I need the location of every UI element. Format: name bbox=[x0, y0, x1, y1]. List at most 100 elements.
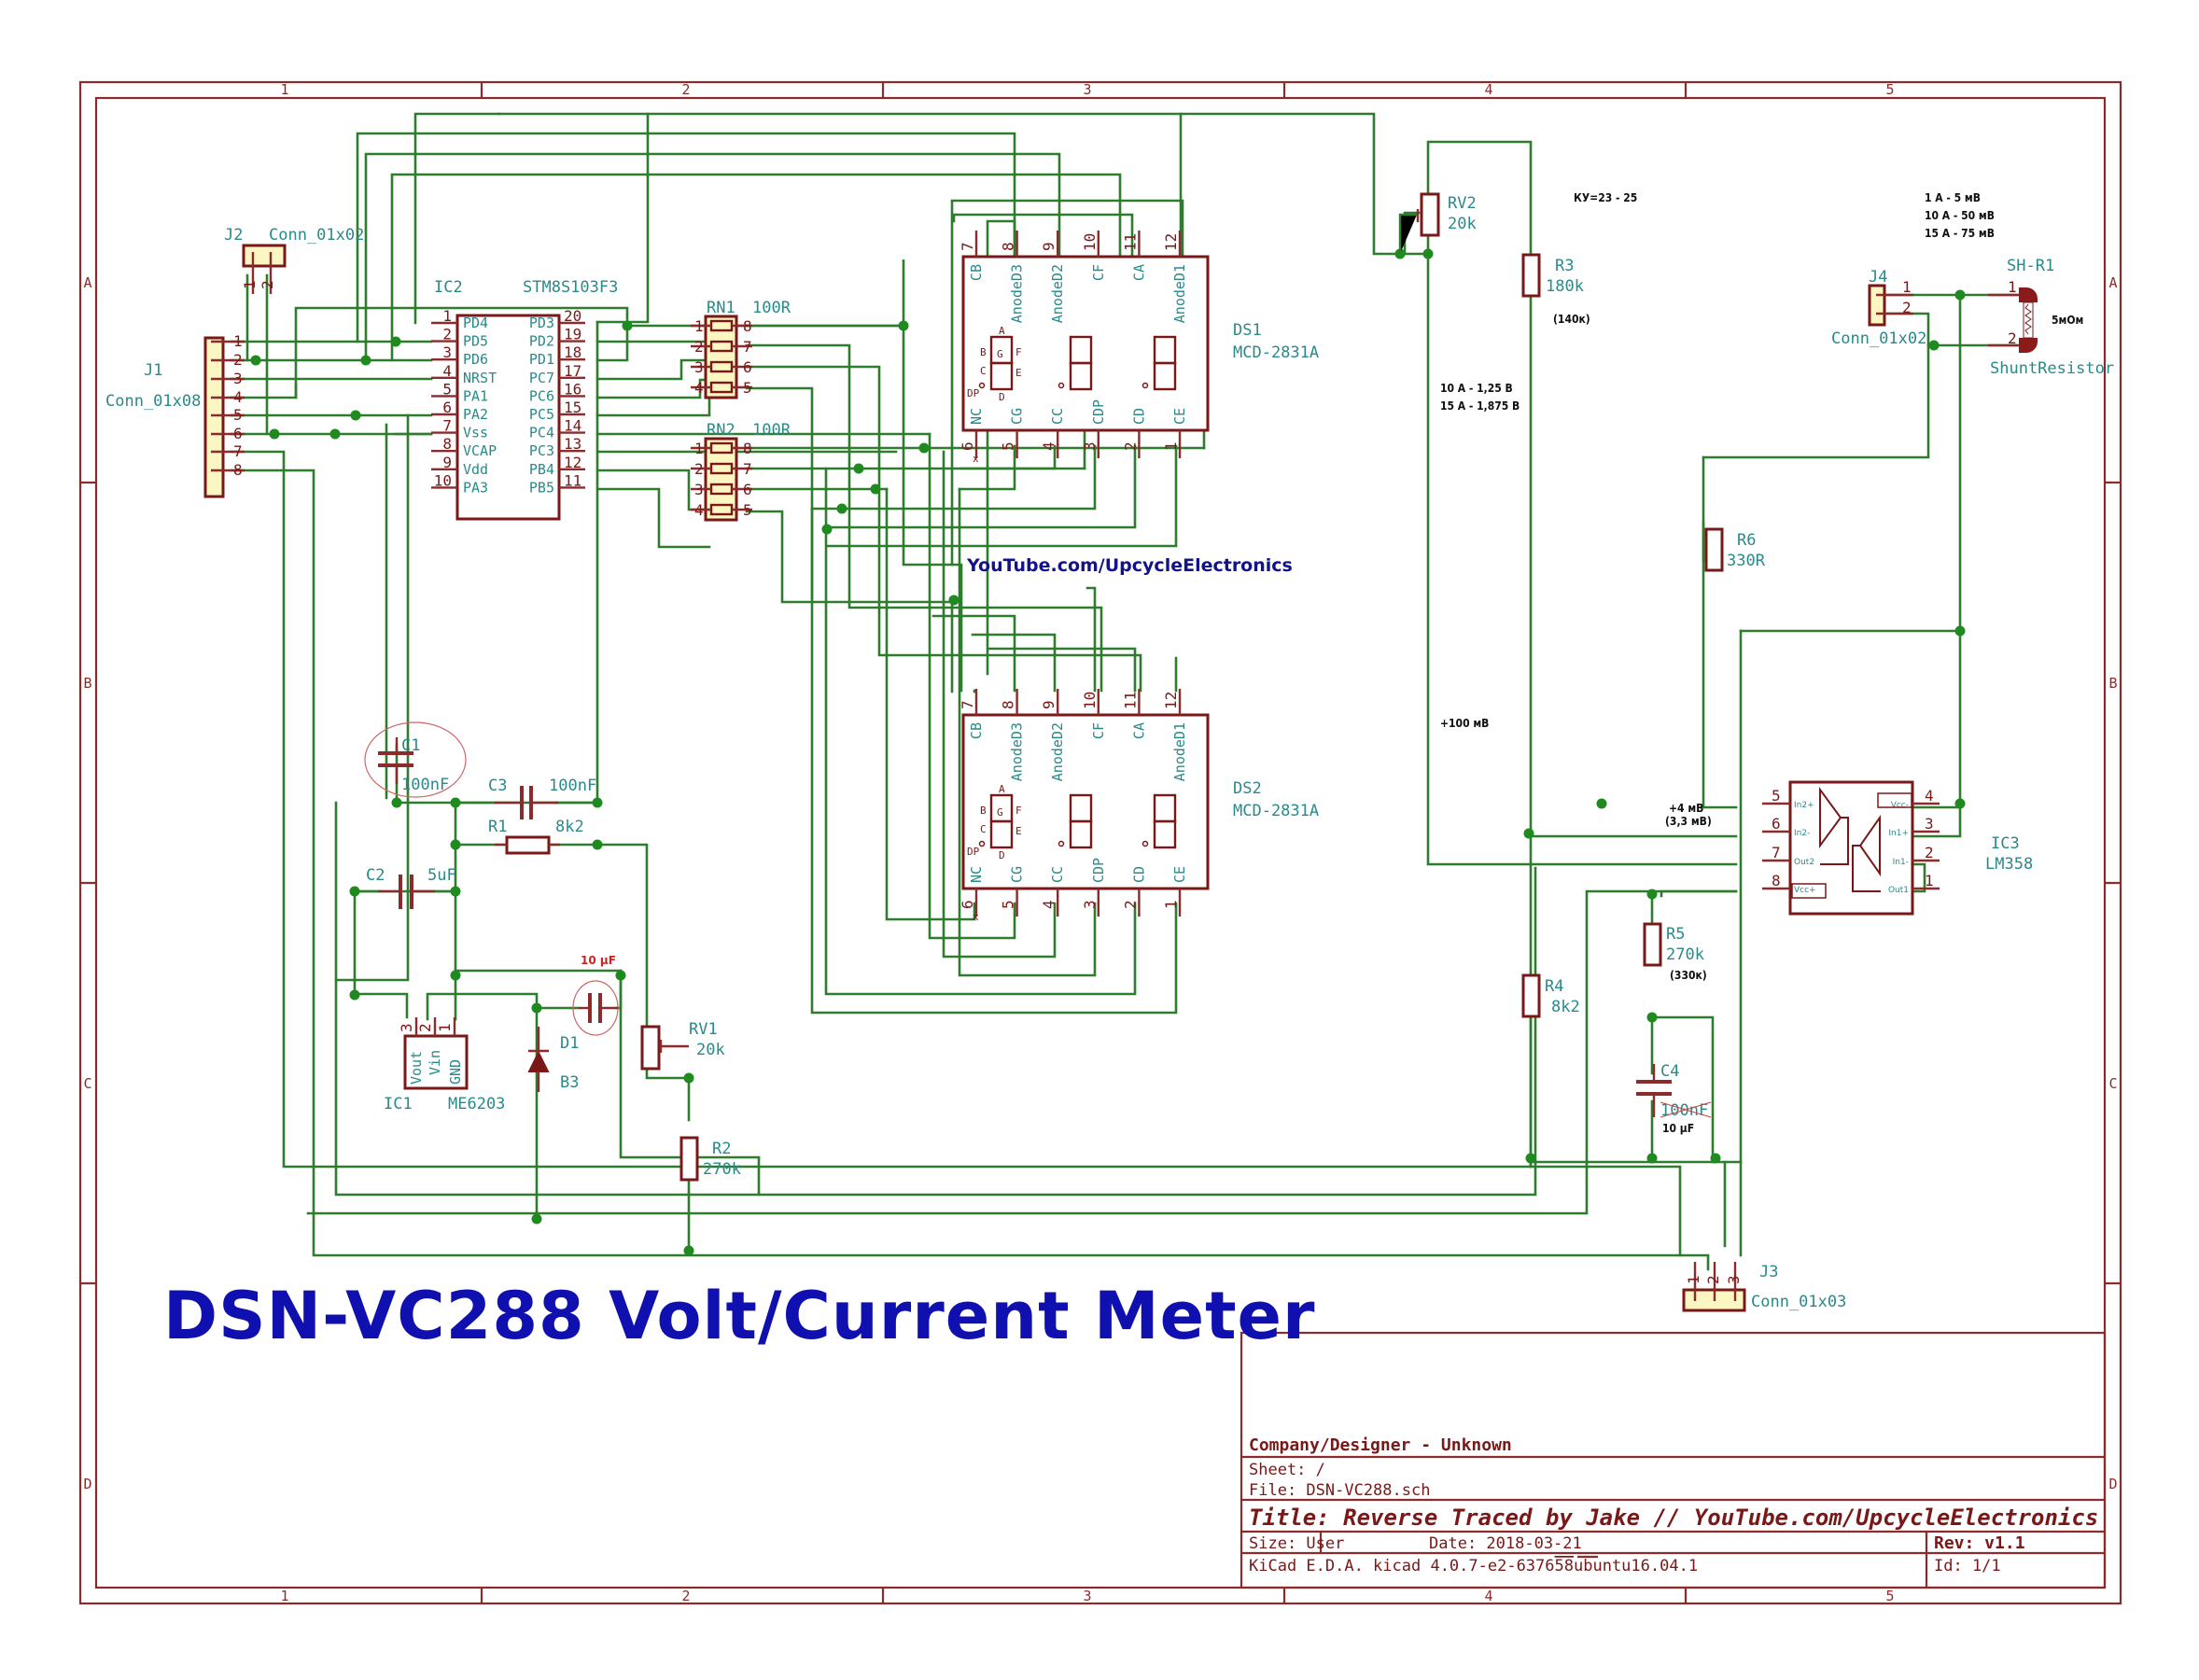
component-value: Conn_01x02 bbox=[269, 226, 364, 245]
pin-number: 6 bbox=[743, 358, 752, 376]
component-ref: D1 bbox=[560, 1034, 579, 1053]
display-ds1[interactable]: 7CB8AnodeD39AnodeD210CF11CA12AnodeD16NC5… bbox=[959, 231, 1319, 465]
title-block-size: Size: User bbox=[1249, 1534, 1344, 1553]
junction-dot bbox=[450, 797, 461, 808]
junction-dot bbox=[391, 797, 402, 808]
pin-number: 5 bbox=[1000, 900, 1017, 909]
component-value: MCD-2831A bbox=[1233, 802, 1319, 820]
opamp-ic3[interactable]: 5In2+6In2-7Out28Vcc+4Vcc-3In1+2In1-1Out1… bbox=[1762, 780, 2033, 916]
resistor-r2[interactable]: R2 270k bbox=[679, 1136, 741, 1182]
pin-name: PA2 bbox=[463, 406, 488, 423]
pin-number: 7 bbox=[959, 700, 976, 709]
diode-d1[interactable]: D1 B3 bbox=[527, 1027, 579, 1092]
segment-label: D bbox=[999, 391, 1005, 403]
pin-name: PB4 bbox=[529, 461, 554, 478]
pin-name: NRST bbox=[463, 370, 497, 386]
segment-label: B bbox=[980, 346, 987, 358]
junction-dot bbox=[836, 503, 847, 514]
resistor-r1[interactable]: R1 8k2 bbox=[488, 818, 584, 855]
col-marker-top: 2 bbox=[681, 81, 690, 98]
pin-number: 4 bbox=[1040, 900, 1057, 909]
pin-name: CE bbox=[1171, 866, 1188, 883]
connector-j1[interactable]: 1 2 3 4 5 6 7 8 J1 Conn_01x08 bbox=[105, 332, 245, 498]
pin-number: 3 bbox=[1081, 900, 1099, 909]
component-ref: C2 bbox=[366, 866, 385, 885]
pin-number: 1 bbox=[241, 280, 259, 289]
resistor-r4[interactable]: R4 8k2 bbox=[1521, 973, 1580, 1018]
junction-dot bbox=[329, 428, 341, 440]
display-ds2[interactable]: 7CB8AnodeD39AnodeD210CF11CA12AnodeD16NC5… bbox=[959, 689, 1319, 923]
segment-label: F bbox=[1015, 805, 1022, 817]
pin-number: 1 bbox=[436, 1023, 454, 1032]
pin-number: 16 bbox=[564, 380, 581, 398]
col-marker-bottom: 5 bbox=[1885, 1588, 1894, 1604]
annotations: КУ=23 - 25 1 A - 5 мВ 10 A - 50 мВ 15 A … bbox=[163, 191, 1995, 1354]
junction-dot bbox=[1422, 248, 1434, 259]
component-ref: IC1 bbox=[384, 1095, 413, 1113]
segment-label: C bbox=[980, 823, 987, 835]
pin-number: 3 bbox=[1081, 441, 1099, 451]
pin-number: 5 bbox=[743, 501, 752, 519]
pin-name: AnodeD3 bbox=[1009, 722, 1026, 781]
pin-name: CD bbox=[1130, 408, 1147, 425]
connector-j4[interactable]: 1 2 J4 Conn_01x02 bbox=[1831, 268, 1926, 348]
col-marker-top: 3 bbox=[1083, 81, 1091, 98]
component-ref: R2 bbox=[712, 1140, 731, 1158]
component-value: 20k bbox=[696, 1041, 725, 1059]
resistor-r6[interactable]: R6 330R bbox=[1704, 527, 1766, 572]
component-ref: IC2 bbox=[434, 278, 463, 297]
potentiometer-rv1[interactable]: RV1 20k bbox=[640, 1020, 725, 1071]
row-marker-left: A bbox=[83, 274, 91, 291]
pin-number: 2 bbox=[1925, 844, 1934, 861]
capacitor-c1[interactable]: C1 100nF bbox=[364, 721, 467, 798]
resistor-r3[interactable]: R3 180k (140к) bbox=[1521, 253, 1590, 326]
segment-digit-lower bbox=[1069, 361, 1093, 391]
pin-number: 2 bbox=[1902, 299, 1912, 316]
component-value: 330R bbox=[1727, 552, 1766, 570]
segment-label: B bbox=[980, 805, 987, 817]
pin-number: 17 bbox=[564, 362, 581, 380]
pin-number: 12 bbox=[1162, 692, 1180, 709]
title-block: Company/Designer - Unknown Sheet: / File… bbox=[1240, 1331, 2107, 1589]
pin-name: In1+ bbox=[1888, 829, 1909, 838]
component-value: 270k bbox=[703, 1160, 741, 1179]
potentiometer-rv2[interactable]: RV2 20k bbox=[1398, 192, 1477, 254]
connector-j3[interactable]: 1 2 3 J3 Conn_01x03 bbox=[1682, 1262, 1846, 1312]
title-block-company: Company/Designer - Unknown bbox=[1249, 1435, 1512, 1455]
shunt-resistor-sh-r1[interactable]: 1 2 SH-R1 ShuntResistor 5мОм bbox=[1988, 257, 2114, 378]
resistor-r5[interactable]: R5 270k (330к) bbox=[1643, 922, 1707, 982]
capacitor-c4[interactable]: C4 100nF 10 µF bbox=[1636, 1062, 1712, 1135]
component-value: Conn_01x08 bbox=[105, 392, 201, 411]
input-offset-note: +4 мВ bbox=[1669, 802, 1703, 815]
pin-name: PA1 bbox=[463, 387, 488, 404]
pin-name: AnodeD1 bbox=[1171, 722, 1188, 781]
pin-number: 10 bbox=[1081, 692, 1099, 709]
pin-number: 20 bbox=[564, 307, 581, 325]
component-ref: J3 bbox=[1759, 1263, 1778, 1281]
connector-j2[interactable]: 1 2 J2 Conn_01x02 bbox=[224, 226, 364, 294]
capacitor-c2[interactable]: C2 5uF bbox=[366, 866, 456, 909]
regulator-ic1[interactable]: 3 2 1 Vout Vin GND IC1 ME6203 bbox=[384, 1017, 505, 1113]
capacitor-c3[interactable]: C3 100nF bbox=[488, 777, 596, 819]
component-value: 8k2 bbox=[1551, 998, 1580, 1016]
pin-name: PD2 bbox=[529, 333, 554, 350]
pin-name: CB bbox=[968, 264, 985, 281]
title-block-date: Date: 2018-03-21 bbox=[1429, 1534, 1582, 1553]
component-ref: R4 bbox=[1545, 977, 1563, 996]
component-value: 100nF bbox=[549, 777, 596, 795]
pin-number: 12 bbox=[564, 454, 581, 471]
resistor-element bbox=[709, 360, 734, 373]
component-value: B3 bbox=[560, 1073, 579, 1092]
shunt-table-line: 1 A - 5 мВ bbox=[1925, 191, 1981, 204]
component-ref: J2 bbox=[224, 226, 243, 245]
pin-name: Vcc- bbox=[1891, 801, 1909, 810]
row-marker-left: B bbox=[83, 675, 91, 692]
schematic-headline: DSN-VC288 Volt/Current Meter bbox=[163, 1278, 1316, 1354]
junction-dot bbox=[350, 410, 361, 421]
pin-number: 3 bbox=[1925, 815, 1934, 833]
pin-number: 2 bbox=[1121, 900, 1139, 909]
capacitor-added-10uf[interactable]: 10 µF bbox=[572, 954, 619, 1036]
